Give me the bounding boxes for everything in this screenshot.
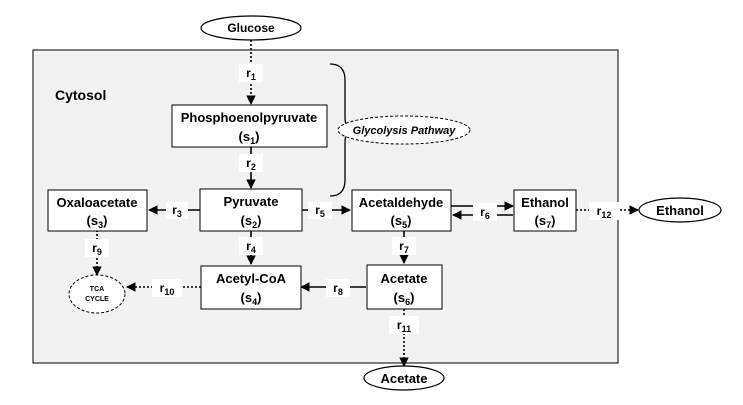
external-ethanol: Ethanol bbox=[638, 197, 722, 223]
node-s7: Ethanol (s7) bbox=[513, 189, 577, 232]
svg-text:r4: r4 bbox=[246, 239, 256, 255]
tca-cycle: TCA CYCLE bbox=[68, 274, 126, 314]
svg-text:TCA: TCA bbox=[90, 286, 104, 293]
node-s3: Oxaloacetate (s3) bbox=[47, 189, 148, 232]
node-s2: Pyruvate (s2) bbox=[199, 188, 303, 232]
label-r6: r6 bbox=[473, 203, 497, 221]
svg-text:Acetate: Acetate bbox=[381, 371, 428, 386]
svg-text:(s6): (s6) bbox=[394, 290, 415, 307]
cytosol-label: Cytosol bbox=[55, 87, 106, 103]
label-r12: r12 bbox=[589, 202, 619, 220]
label-r4: r4 bbox=[239, 237, 263, 255]
svg-text:(s7): (s7) bbox=[535, 213, 556, 230]
svg-text:r6: r6 bbox=[480, 205, 490, 221]
label-r9: r9 bbox=[85, 239, 109, 257]
svg-text:Acetate: Acetate bbox=[381, 271, 428, 286]
svg-text:Oxaloacetate: Oxaloacetate bbox=[57, 195, 138, 210]
svg-text:(s4): (s4) bbox=[241, 290, 262, 307]
node-s1: Phosphoenolpyruvate (s1) bbox=[171, 104, 328, 148]
svg-text:(s2): (s2) bbox=[241, 213, 262, 230]
svg-text:(s1): (s1) bbox=[239, 129, 260, 146]
svg-text:Pyruvate: Pyruvate bbox=[224, 194, 279, 209]
svg-text:Glucose: Glucose bbox=[227, 21, 275, 35]
svg-text:r3: r3 bbox=[172, 203, 182, 219]
glycolysis-pathway-label: Glycolysis Pathway bbox=[353, 125, 457, 137]
label-r2: r2 bbox=[239, 154, 263, 172]
node-s4: Acetyl-CoA (s4) bbox=[200, 265, 302, 310]
label-r7: r7 bbox=[392, 237, 416, 255]
svg-text:r8: r8 bbox=[333, 281, 343, 297]
svg-text:Ethanol: Ethanol bbox=[521, 195, 569, 210]
svg-text:r5: r5 bbox=[315, 203, 325, 219]
svg-text:r12: r12 bbox=[597, 204, 612, 220]
node-s5: Acetaldehyde (s5) bbox=[351, 189, 452, 232]
label-r1: r1 bbox=[239, 64, 263, 82]
label-r5: r5 bbox=[308, 202, 332, 219]
svg-text:(s5): (s5) bbox=[391, 213, 412, 230]
node-s6: Acetate (s6) bbox=[366, 264, 443, 310]
svg-text:r7: r7 bbox=[399, 239, 409, 255]
svg-text:(s3): (s3) bbox=[87, 213, 108, 230]
svg-text:Phosphoenolpyruvate: Phosphoenolpyruvate bbox=[181, 110, 318, 125]
label-r3: r3 bbox=[166, 202, 188, 219]
svg-text:r10: r10 bbox=[160, 281, 175, 297]
svg-text:r2: r2 bbox=[246, 156, 256, 172]
svg-text:CYCLE: CYCLE bbox=[85, 296, 109, 303]
label-r10: r10 bbox=[152, 279, 182, 297]
svg-text:Ethanol: Ethanol bbox=[656, 203, 704, 218]
label-r11: r11 bbox=[389, 316, 419, 334]
external-acetate: Acetate bbox=[363, 365, 445, 391]
external-glucose: Glucose bbox=[200, 15, 302, 41]
svg-text:r9: r9 bbox=[92, 241, 102, 257]
svg-text:Acetaldehyde: Acetaldehyde bbox=[359, 195, 444, 210]
svg-text:r11: r11 bbox=[397, 318, 411, 334]
glycolysis-pathway-ellipse bbox=[337, 115, 471, 145]
svg-text:Acetyl-CoA: Acetyl-CoA bbox=[216, 271, 287, 286]
label-r8: r8 bbox=[326, 279, 350, 297]
svg-text:r1: r1 bbox=[246, 66, 256, 82]
